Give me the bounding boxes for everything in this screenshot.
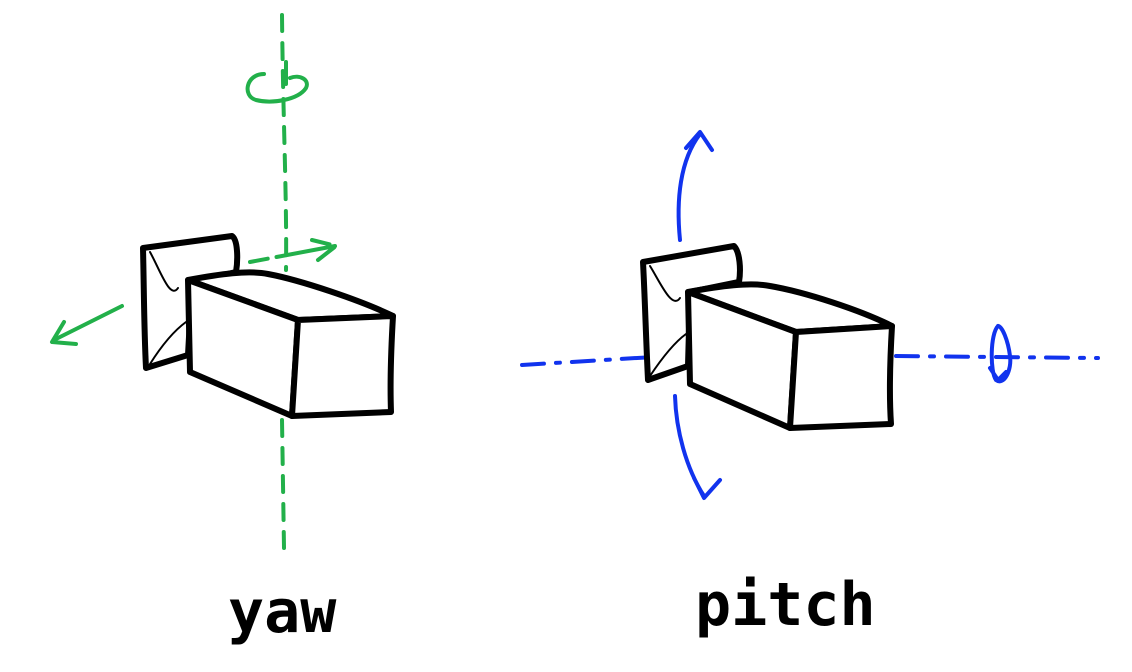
yaw-axis-line-lower [280,418,286,550]
pitch-rotation-arrow-icon [988,324,1013,384]
yaw-rotation-arrow-icon [245,60,309,104]
pitch-down-arrow-icon [673,394,722,500]
pitch-caption: pitch [695,570,876,640]
pitch-panel [520,130,1100,500]
yaw-direction-right-arrow-icon [248,238,338,264]
pitch-up-arrow-icon [676,130,714,242]
pitch-axis-line [520,350,737,367]
pitch-camera-body-top [685,281,895,335]
yaw-camera-lens-detail [149,251,187,365]
yaw-axis-line [280,13,289,272]
yaw-camera-body-front [289,313,396,419]
yaw-panel [50,13,396,550]
pitch-camera-lens [640,243,743,383]
yaw-caption: yaw [228,577,337,647]
pitch-camera-lens-detail [649,265,687,377]
yaw-direction-left-arrow-icon [50,304,124,346]
pitch-axis-line-right [894,354,1100,360]
yaw-camera-body-top [185,269,396,323]
pitch-camera-body-front [787,323,895,431]
